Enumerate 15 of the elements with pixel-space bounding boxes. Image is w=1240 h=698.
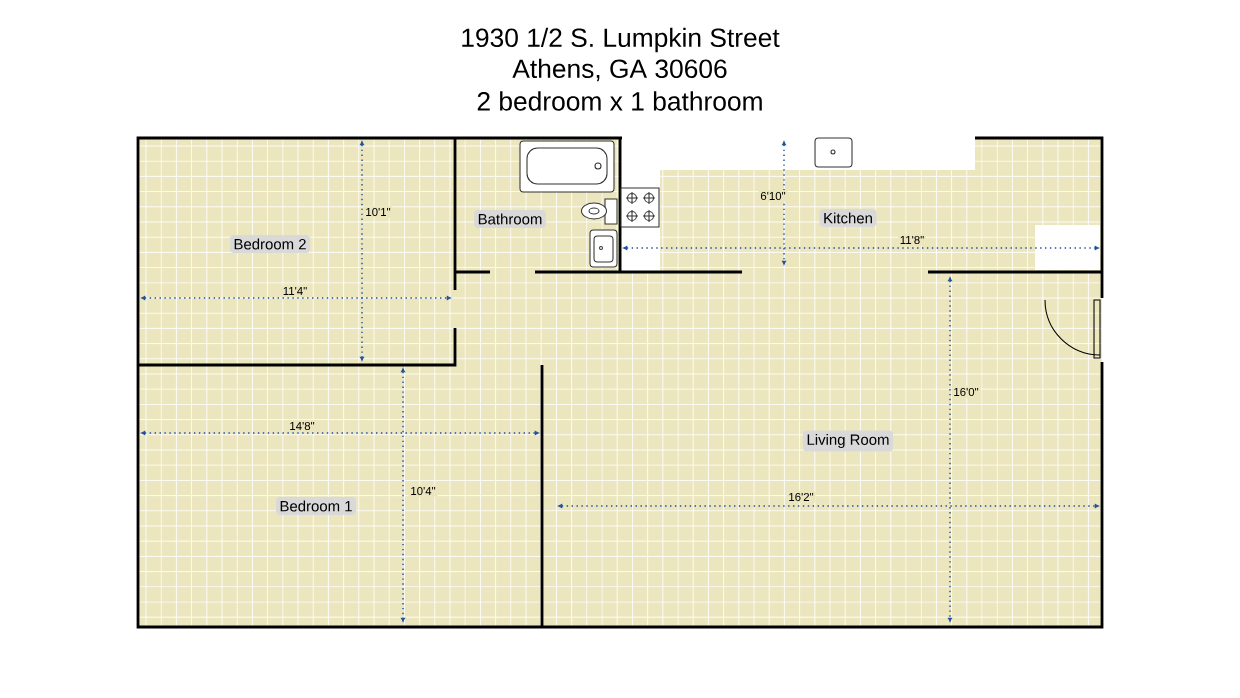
subtitle: 2 bedroom x 1 bathroom — [477, 91, 762, 111]
title: 1930 1/2 S. Lumpkin Street — [462, 27, 780, 53]
room-label: Bathroom — [474, 210, 546, 228]
dimension-label: 11'8" — [898, 234, 926, 246]
dimension-label: 14'8" — [287, 420, 317, 432]
dimension-label: 10'4" — [408, 485, 438, 497]
dimension-label: 10'1" — [363, 206, 393, 218]
room-label: Kitchen — [819, 209, 877, 227]
dimension-label: 16'0" — [951, 386, 981, 398]
dimension-label: 6'10" — [758, 190, 788, 202]
dimension-label: 11'4" — [281, 285, 309, 297]
subtitle: Athens, GA 30606 — [512, 58, 727, 82]
room-label: Bedroom 1 — [275, 497, 357, 515]
dimension-label: 16'2" — [786, 491, 816, 503]
room-label: Bedroom 2 — [229, 235, 311, 253]
